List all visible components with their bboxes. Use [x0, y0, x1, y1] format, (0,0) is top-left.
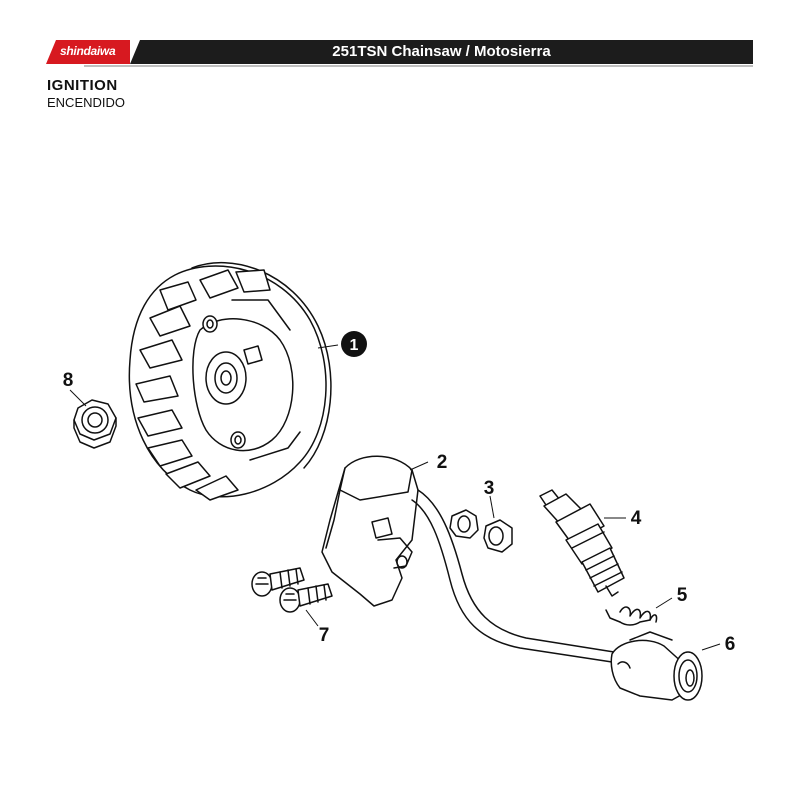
section-subtitle: ENCENDIDO [47, 95, 126, 110]
callout-8-label: 8 [63, 370, 74, 391]
callout-6-label: 6 [725, 634, 736, 655]
callout-1-label: 1 [350, 337, 359, 354]
section-title: IGNITION [47, 77, 118, 94]
callout-7-label: 7 [319, 625, 330, 646]
callout-4-label: 4 [631, 508, 642, 529]
spring-part [605, 606, 658, 626]
header-underline [84, 65, 753, 67]
flywheel-part [128, 261, 332, 501]
callout-1: 1 [341, 331, 367, 357]
brand-name: shindaiwa [60, 44, 116, 58]
title-bar: 251TSN Chainsaw / Motosierra [130, 40, 753, 64]
callout-2-label: 2 [437, 452, 448, 473]
brand-logo: shindaiwa [46, 40, 130, 64]
callout-3-label: 3 [484, 478, 495, 499]
grommet-part [449, 509, 513, 553]
callout-5-label: 5 [677, 585, 688, 606]
page-header: shindaiwa 251TSN Chainsaw / Motosierra [46, 40, 753, 64]
nut-part [73, 399, 117, 449]
spark-plug-part [539, 489, 625, 597]
bolts-part [251, 567, 333, 613]
plug-cap-part [610, 631, 703, 701]
ignition-coil-part [321, 455, 615, 663]
page-title: 251TSN Chainsaw / Motosierra [332, 43, 551, 60]
